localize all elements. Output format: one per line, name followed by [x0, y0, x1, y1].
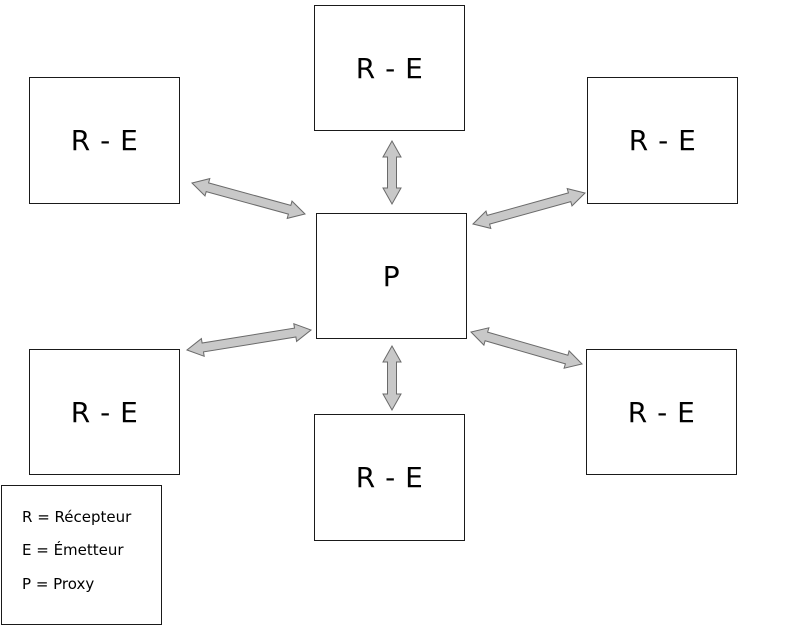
legend-item-emetteur: E = Émetteur	[22, 541, 124, 559]
node-label: R - E	[355, 461, 424, 494]
node-label: R - E	[70, 124, 139, 157]
node-top-left: R - E	[29, 77, 180, 204]
arrow-proxy-top-left	[191, 177, 306, 220]
connection-arrows	[185, 139, 586, 412]
arrow-proxy-top	[382, 139, 402, 206]
arrow-proxy-bottom-left	[185, 322, 313, 358]
node-top: R - E	[314, 5, 465, 131]
node-label: R - E	[355, 51, 424, 85]
proxy-label: P	[382, 259, 401, 293]
legend-item-recepteur: R = Récepteur	[22, 508, 132, 526]
arrow-proxy-bottom	[382, 344, 402, 412]
legend-item-proxy: P = Proxy	[22, 575, 95, 593]
arrow-proxy-top-right	[472, 187, 586, 230]
legend-box: R = Récepteur E = Émetteur P = Proxy	[1, 485, 162, 625]
node-label: R - E	[628, 124, 697, 157]
arrow-proxy-bottom-right	[470, 327, 583, 369]
node-top-right: R - E	[587, 77, 738, 204]
node-label: R - E	[627, 395, 696, 429]
node-label: R - E	[70, 395, 139, 429]
proxy-box: P	[316, 213, 467, 339]
node-bottom: R - E	[314, 414, 465, 541]
node-bottom-left: R - E	[29, 349, 180, 475]
node-bottom-right: R - E	[586, 349, 737, 475]
